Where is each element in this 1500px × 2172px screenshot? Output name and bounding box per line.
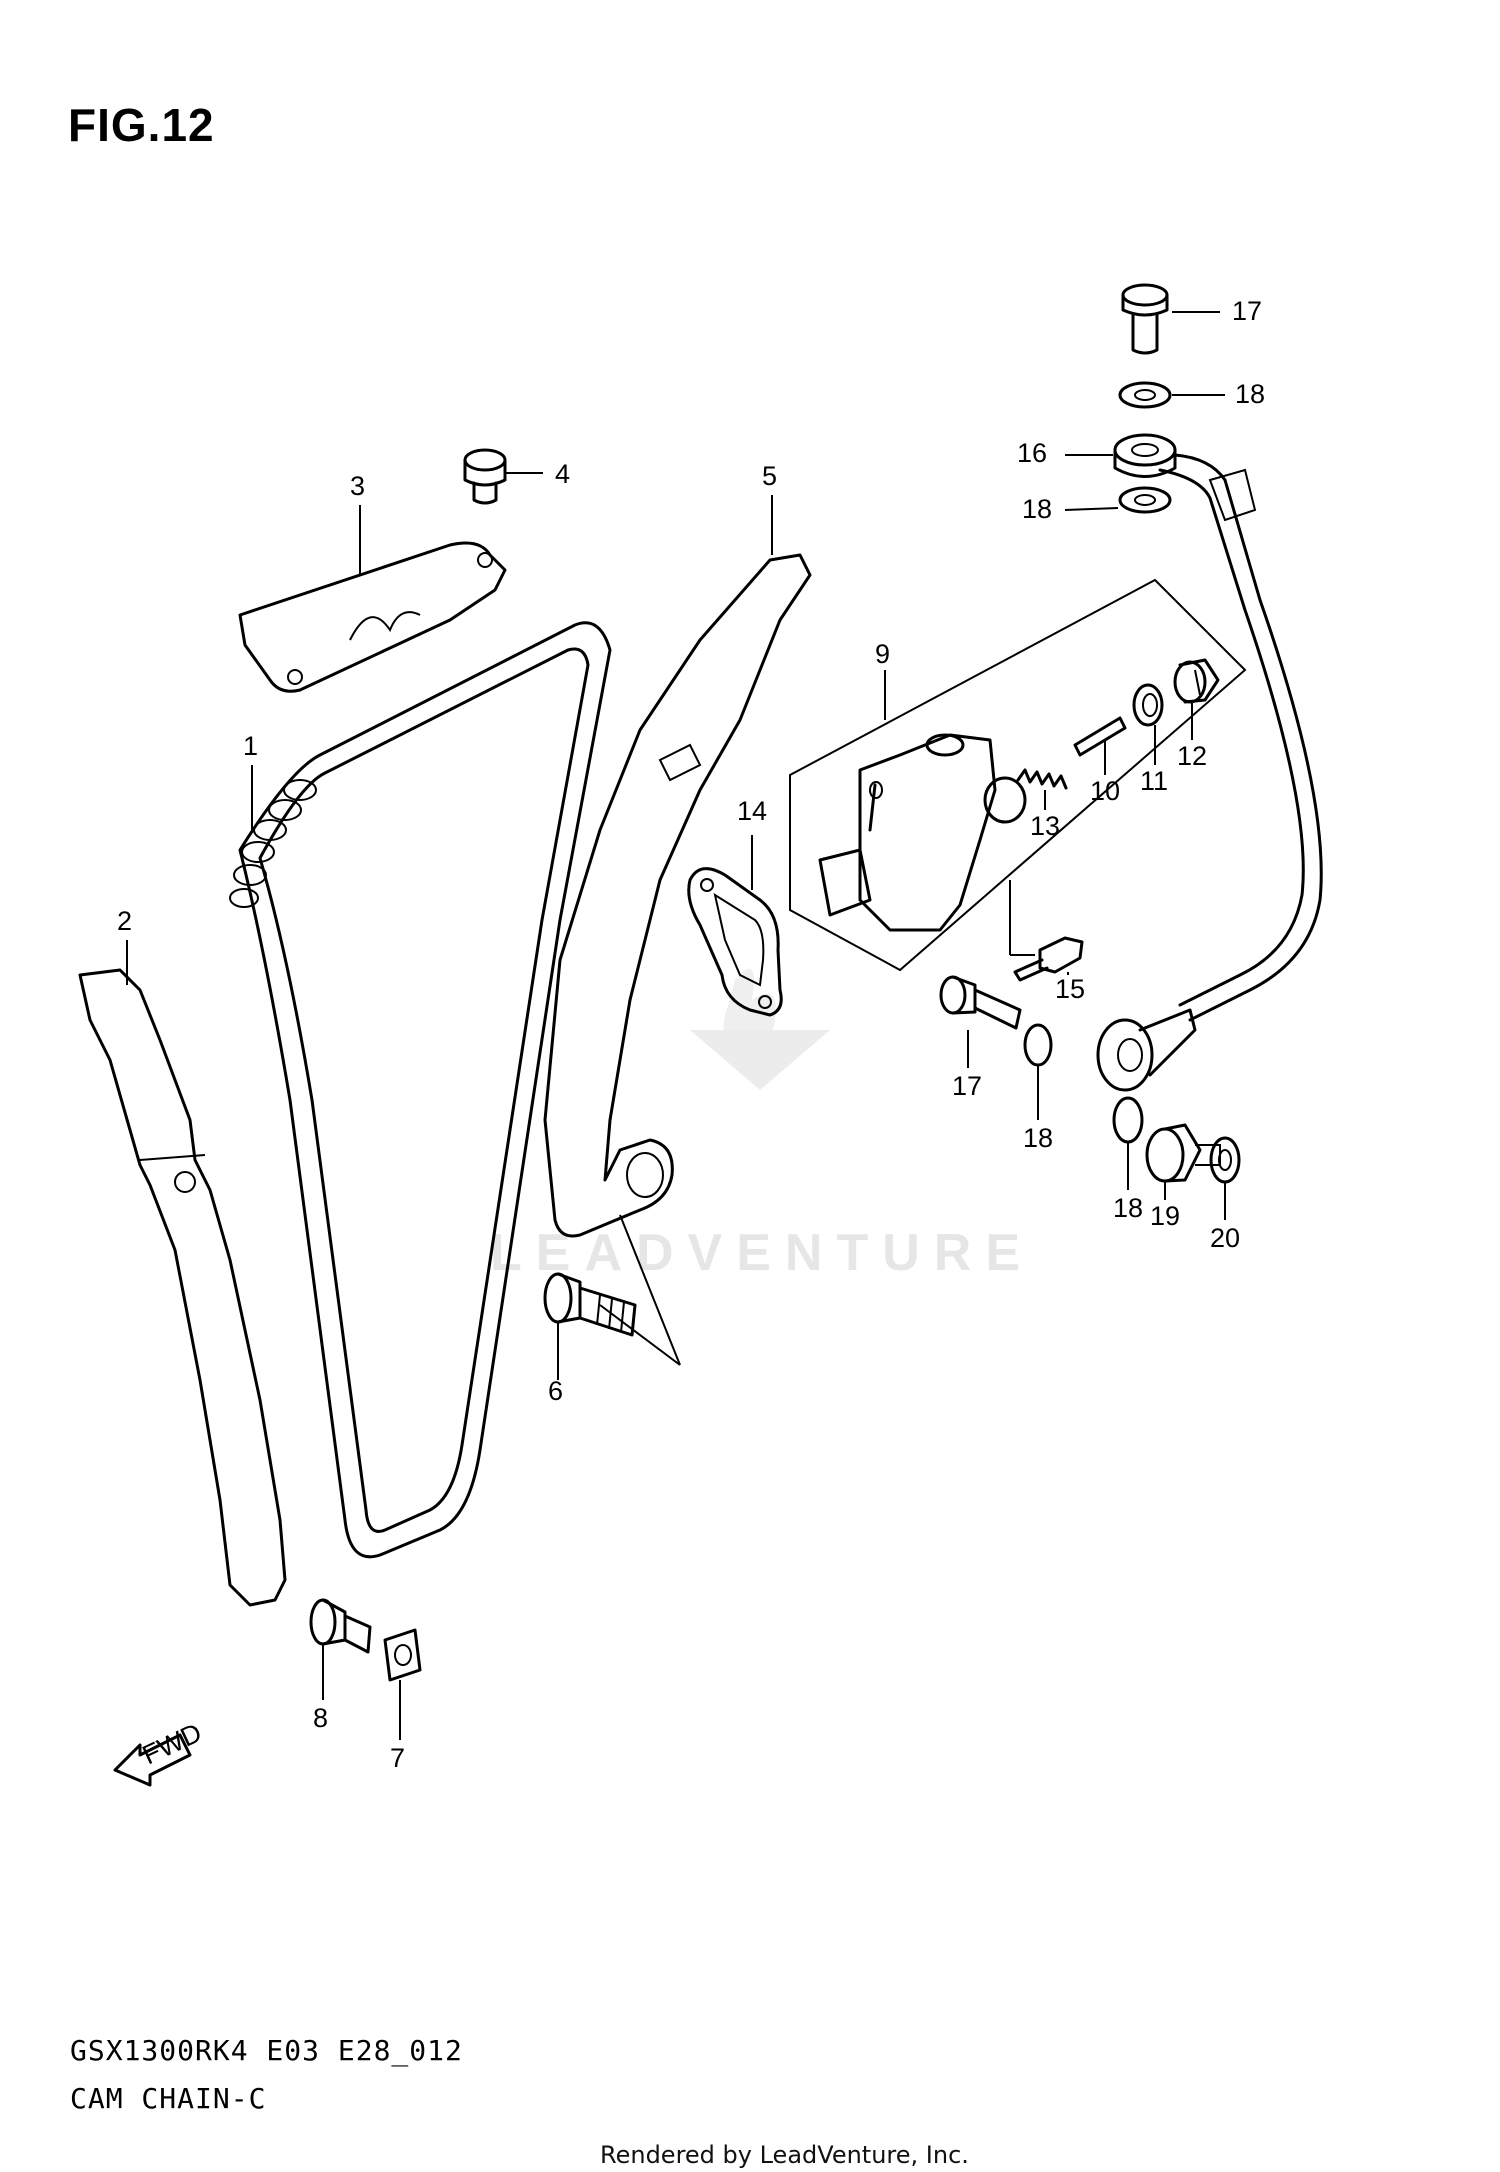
fwd-arrow-icon: FWD xyxy=(113,1717,206,1787)
upper-chain-guide-part[interactable] xyxy=(238,541,507,693)
tensioner-chain-guide-part[interactable] xyxy=(543,553,812,1238)
tensioner-assembly-9-part[interactable] xyxy=(789,578,1247,972)
banjo-fitting-lower-part[interactable] xyxy=(1096,1008,1197,1092)
washer-18d-part[interactable] xyxy=(1112,1096,1144,1144)
watermark-logo xyxy=(690,968,830,1090)
leader-lines xyxy=(126,311,1226,1740)
bolt-8-part[interactable] xyxy=(309,1598,372,1654)
push-rod-10-part[interactable] xyxy=(1073,716,1127,757)
callout-14: 14 xyxy=(737,796,767,826)
washer-11-part[interactable] xyxy=(1132,683,1164,727)
union-bolt-19-part[interactable] xyxy=(1145,1123,1221,1183)
callout-15: 15 xyxy=(1055,974,1085,1004)
callout-18-lower-right: 18 xyxy=(1113,1193,1143,1223)
gasket-14-part[interactable] xyxy=(687,867,783,1017)
washer-20-part[interactable] xyxy=(1209,1136,1241,1184)
callout-10: 10 xyxy=(1090,776,1120,806)
callout-7: 7 xyxy=(390,1743,405,1773)
banjo-hose-16-part[interactable] xyxy=(1113,433,1323,1022)
callout-18-top: 18 xyxy=(1235,379,1265,409)
cam-chain-part[interactable] xyxy=(229,621,612,1559)
callout-3: 3 xyxy=(350,471,365,501)
callout-18-mid: 18 xyxy=(1022,494,1052,524)
callout-20: 20 xyxy=(1210,1223,1240,1253)
callout-1: 1 xyxy=(243,731,258,761)
callout-numbers: 1 2 3 4 5 6 7 8 9 10 11 12 13 14 15 16 1… xyxy=(117,296,1265,1773)
callout-2: 2 xyxy=(117,906,132,936)
callout-5: 5 xyxy=(762,461,777,491)
callout-19: 19 xyxy=(1150,1201,1180,1231)
washer-18c-part[interactable] xyxy=(1023,1023,1053,1067)
callout-18-lower-left: 18 xyxy=(1023,1123,1053,1153)
callout-6: 6 xyxy=(548,1376,563,1406)
callout-12: 12 xyxy=(1177,741,1207,771)
section-name: CAM CHAIN-C xyxy=(70,2082,267,2115)
callout-16: 16 xyxy=(1017,438,1047,468)
render-credit: Rendered by LeadVenture, Inc. xyxy=(600,2141,969,2169)
washer-18b-part[interactable] xyxy=(1118,486,1172,514)
model-code: GSX1300RK4 E03 E28_012 xyxy=(70,2034,463,2067)
callout-8: 8 xyxy=(313,1703,328,1733)
watermark: LEADVENTURE xyxy=(490,960,1030,1283)
callout-17-top: 17 xyxy=(1232,296,1262,326)
callout-17-lower: 17 xyxy=(952,1071,982,1101)
chain-guide-left-part[interactable] xyxy=(78,968,287,1607)
bolt-15-part[interactable] xyxy=(1013,936,1084,982)
bolt-17-top-part[interactable] xyxy=(1121,283,1169,355)
watermark-text: LEADVENTURE xyxy=(490,1224,1035,1282)
figure-title: FIG.12 xyxy=(68,99,215,151)
spring-13-part[interactable] xyxy=(1016,768,1068,790)
washer-7-part[interactable] xyxy=(383,1628,422,1682)
callout-9: 9 xyxy=(875,639,890,669)
callout-4: 4 xyxy=(555,459,570,489)
cap-bolt-12-part[interactable] xyxy=(1173,658,1220,704)
callout-11: 11 xyxy=(1140,766,1168,796)
bolt-4-part[interactable] xyxy=(463,448,507,505)
callout-13: 13 xyxy=(1030,811,1060,841)
bolt-17-lower-part[interactable] xyxy=(939,975,1022,1030)
washer-18a-part[interactable] xyxy=(1118,381,1172,409)
